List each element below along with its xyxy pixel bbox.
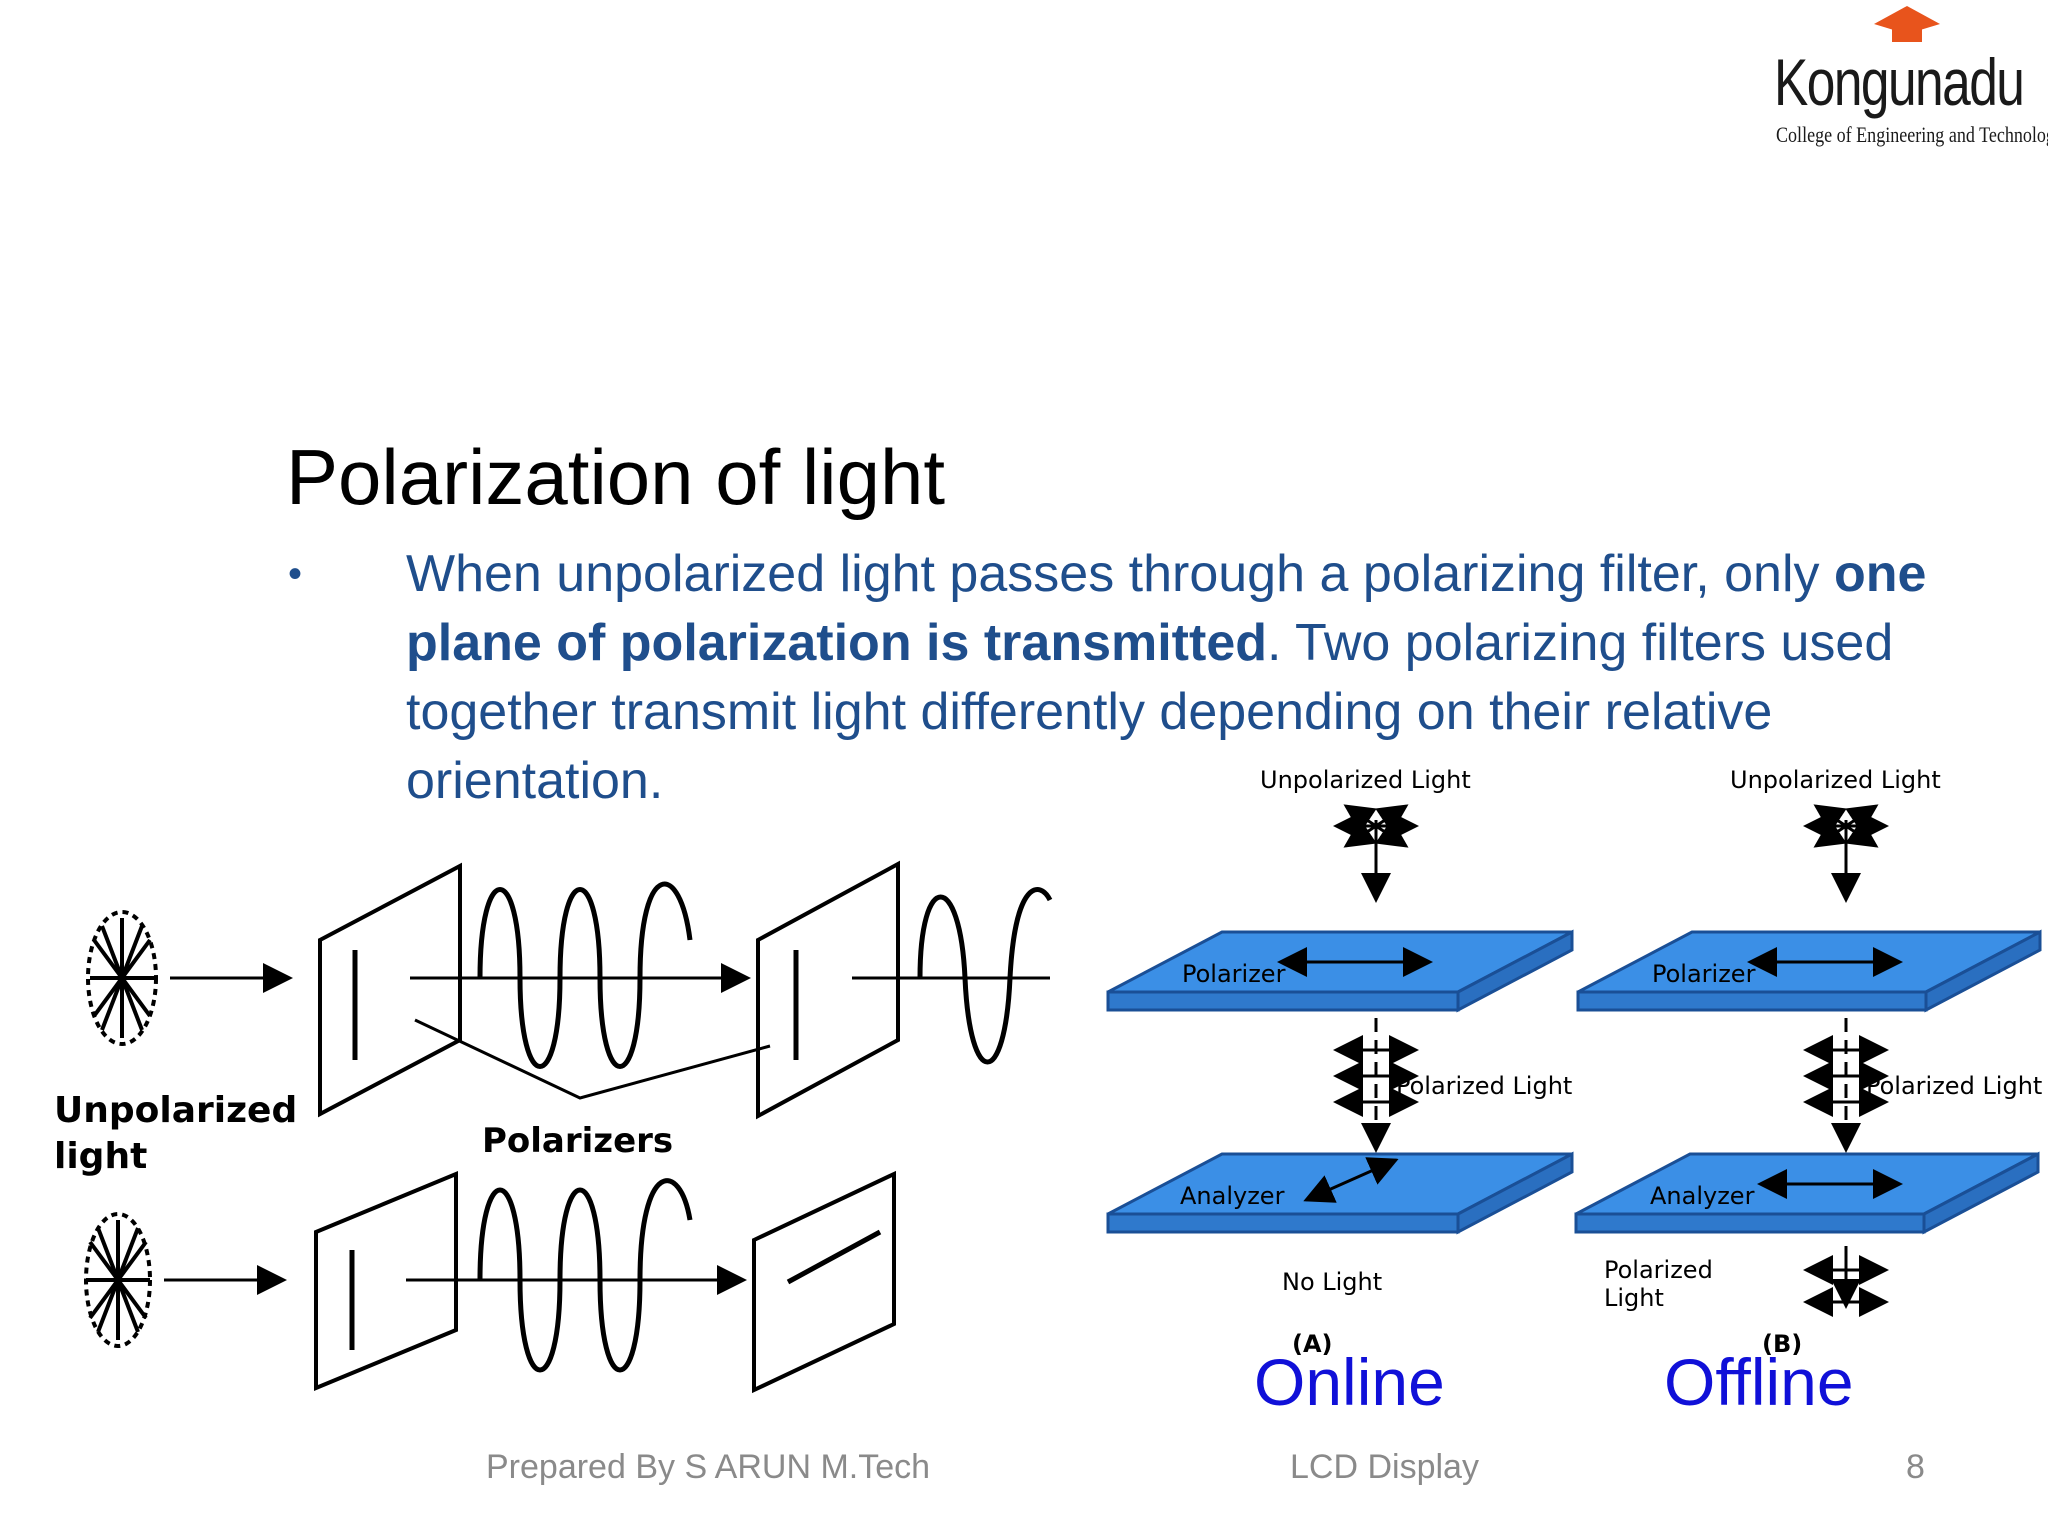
polarizer-1-top (318, 862, 462, 1118)
panel-a-polarized-label: Polarized Light (1396, 1072, 1572, 1100)
bullet-text-part2: . Two polarizing filters used together t… (406, 614, 1894, 810)
college-logo: Kongunadu College of Engineering and Tec… (1770, 0, 2048, 160)
light-label: light (54, 1136, 147, 1177)
panel-b-result-label-2: Light (1604, 1284, 1664, 1312)
graduation-cap-icon (1874, 6, 1940, 42)
panel-a: Unpolarized Light Polarizer Polarized Li… (1106, 766, 1574, 1358)
panel-a-unpolarized-label: Unpolarized Light (1260, 766, 1471, 794)
unpolarized-label: Unpolarized (54, 1090, 297, 1131)
crossed-axis (786, 1229, 882, 1285)
panel-b-result-label-1: Polarized (1604, 1256, 1713, 1284)
panel-a-tag: (A) (1292, 1330, 1333, 1358)
lcd-polarizer-diagram: Unpolarized Light Polarizer Polarized Li… (1106, 766, 2042, 1358)
transmitted-wave (917, 887, 1053, 1065)
panel-a-analyzer-label: Analyzer (1180, 1182, 1285, 1210)
polarizer-2-top (756, 860, 900, 1120)
bullet-icon: • (288, 552, 303, 596)
polarized-wave-top (477, 881, 693, 1069)
bullet-text-bold: one plane of polarization is transmitted (406, 545, 1927, 672)
panel-b-unpolarized-label: Unpolarized Light (1730, 766, 1941, 794)
polarizers-pointer (414, 1018, 771, 1100)
offline-caption: Offline (1664, 1345, 1854, 1419)
slide-title: Polarization of light (286, 433, 946, 521)
panel-a-crossed-axis (1303, 1157, 1399, 1203)
logo-subtitle: College of Engineering and Technology (1776, 122, 2048, 147)
polarizers-label: Polarizers (482, 1121, 673, 1161)
polarized-wave-bottom (477, 1178, 693, 1373)
footer-page-number: 8 (1906, 1448, 1925, 1486)
panel-b-polarizer-label: Polarizer (1652, 960, 1756, 988)
panel-a-result-label: No Light (1282, 1268, 1382, 1296)
polarizer-2-bottom-crossed (752, 1170, 896, 1394)
bullet-text-part1: When unpolarized light passes through a … (406, 545, 1834, 603)
bullet-text: When unpolarized light passes through a … (406, 540, 1976, 816)
panel-b-polarized-label: Polarized Light (1866, 1072, 2042, 1100)
logo-brand: Kongunadu (1774, 45, 2025, 119)
panel-b: Unpolarized Light Polarizer Polarized Li… (1574, 766, 2042, 1358)
panel-b-tag: (B) (1762, 1330, 1802, 1358)
footer-author: Prepared By S ARUN M.Tech (486, 1448, 931, 1486)
polarizer-diagram: Unpolarized light Polarizers (54, 860, 1053, 1394)
unpolarized-source-top (86, 910, 158, 1046)
online-caption: Online (1254, 1345, 1445, 1419)
footer-topic: LCD Display (1290, 1448, 1479, 1486)
panel-a-polarizer-label: Polarizer (1182, 960, 1286, 988)
unpolarized-source-bottom (84, 1212, 152, 1348)
panel-b-analyzer-label: Analyzer (1650, 1182, 1755, 1210)
